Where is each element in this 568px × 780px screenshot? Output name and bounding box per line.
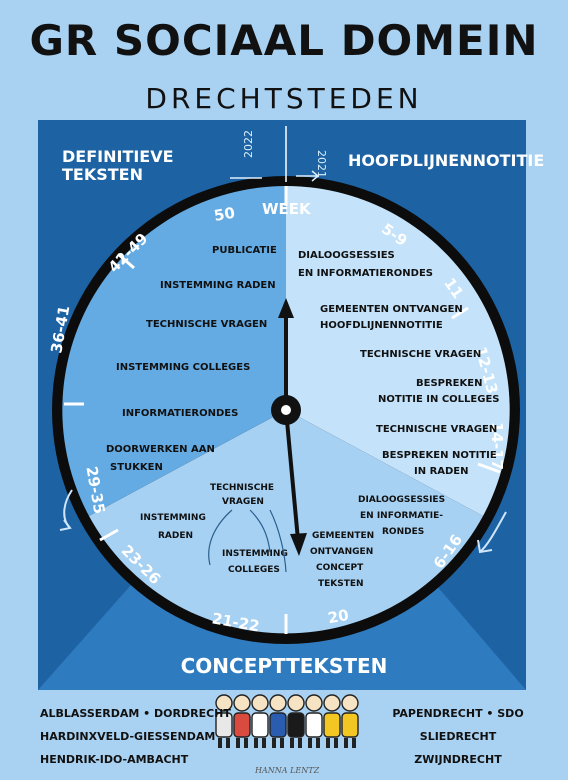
label-concept-teksten: CONCEPTTEKSTEN [180, 654, 388, 678]
step-b-colleges-2: COLLEGES [228, 565, 280, 575]
town-line: HARDINXVELD-GIESSENDAM [40, 730, 216, 743]
clock-hands [271, 298, 307, 556]
step-b-dialoog-3: RONDES [382, 527, 424, 537]
step-bespreken-1: BESPREKEN [416, 378, 482, 389]
step-tech-vragen-r: TECHNISCHE VRAGEN [360, 349, 481, 360]
step-b-dialoog-1: DIALOOGSESSIES [358, 495, 445, 505]
step-informatierondes: INFORMATIERONDES [122, 408, 238, 419]
rotate-arrow-right [479, 511, 507, 553]
year-left: 2022 [242, 130, 255, 158]
town-line: HENDRIK-IDO-AMBACHT [40, 753, 189, 766]
year-arrow-right [296, 170, 320, 182]
segment-definitief [62, 186, 286, 516]
step-b-raden-2: RADEN [158, 531, 193, 541]
year-labels: 2022 2021 [242, 130, 328, 178]
step-b-dialoog-2: EN INFORMATIE- [360, 511, 443, 521]
step-tech-vragen-l: TECHNISCHE VRAGEN [146, 319, 267, 330]
ring-w14-17: 14-17 [488, 422, 506, 470]
steps-left: PUBLICATIE INSTEMMING RADEN TECHNISCHE V… [106, 245, 277, 473]
step-dialoog-2: EN INFORMATIERONDES [298, 268, 433, 279]
towns-right: PAPENDRECHT • SDO SLIEDRECHT ZWIJNDRECHT [378, 702, 538, 771]
town-line: SLIEDRECHT [419, 730, 497, 743]
segment-concept [89, 410, 483, 634]
ring-ticks [64, 186, 501, 634]
steps-right: DIALOOGSESSIES EN INFORMATIERONDES GEMEE… [298, 250, 500, 477]
segment-hoofdlijnen [286, 186, 510, 516]
step-b-gemeenten-4: TEKSTEN [318, 579, 364, 589]
step-b-raden-1: INSTEMMING [140, 513, 206, 523]
page-subtitle: DRECHTSTEDEN [145, 82, 423, 115]
step-gemeenten-2: HOOFDLIJNENNOTITIE [320, 320, 443, 331]
ring-w50: 50 [213, 204, 237, 225]
step-doorwerken-2: STUKKEN [110, 462, 163, 473]
step-b-colleges-1: INSTEMMING [222, 549, 288, 559]
town-line: ZWIJNDRECHT [414, 753, 502, 766]
page-title: GR SOCIAAL DOMEIN [29, 16, 539, 65]
step-instemming-raden: INSTEMMING RADEN [160, 280, 276, 291]
step-bespreken-raden-1: BESPREKEN NOTITIE [382, 450, 497, 461]
step-gemeenten-1: GEMEENTEN ONTVANGEN [320, 304, 463, 315]
step-bespreken-raden-2: IN RADEN [414, 466, 469, 477]
doodle-arrows [208, 509, 287, 573]
step-tech-vragen-r2: TECHNISCHE VRAGEN [376, 424, 497, 435]
step-b-tech-1: TECHNISCHE [210, 483, 274, 493]
town-line: PAPENDRECHT • SDO [392, 707, 524, 720]
artist-signature: HANNA LENTZ [255, 766, 320, 775]
step-instemming-colleges: INSTEMMING COLLEGES [116, 362, 250, 373]
step-b-gemeenten-2: ONTVANGEN [310, 547, 373, 557]
year-right: 2021 [315, 150, 328, 178]
towns-left: ALBLASSERDAM • DORDRECHT HARDINXVELD-GIE… [40, 702, 231, 771]
step-b-tech-2: VRAGEN [222, 497, 264, 507]
step-publicatie: PUBLICATIE [212, 245, 277, 256]
label-definitieve-teksten: DEFINITIEVE TEKSTEN [62, 147, 174, 184]
steps-bottom: DIALOOGSESSIES EN INFORMATIE- RONDES GEM… [140, 483, 445, 589]
step-doorwerken-1: DOORWERKEN AAN [106, 444, 215, 455]
ring-w20: 20 [326, 606, 350, 627]
step-b-gemeenten-1: GEMEENTEN [312, 531, 374, 541]
step-bespreken-2: NOTITIE IN COLLEGES [378, 394, 500, 405]
step-dialoog-1: DIALOOGSESSIES [298, 250, 395, 261]
step-b-gemeenten-3: CONCEPT [316, 563, 364, 573]
town-line: ALBLASSERDAM • DORDRECHT [40, 707, 231, 720]
people-figures [215, 694, 359, 748]
label-hoofdlijnennotitie: HOOFDLIJNENNOTITIE [348, 151, 545, 170]
ring-week: WEEK [262, 200, 312, 218]
